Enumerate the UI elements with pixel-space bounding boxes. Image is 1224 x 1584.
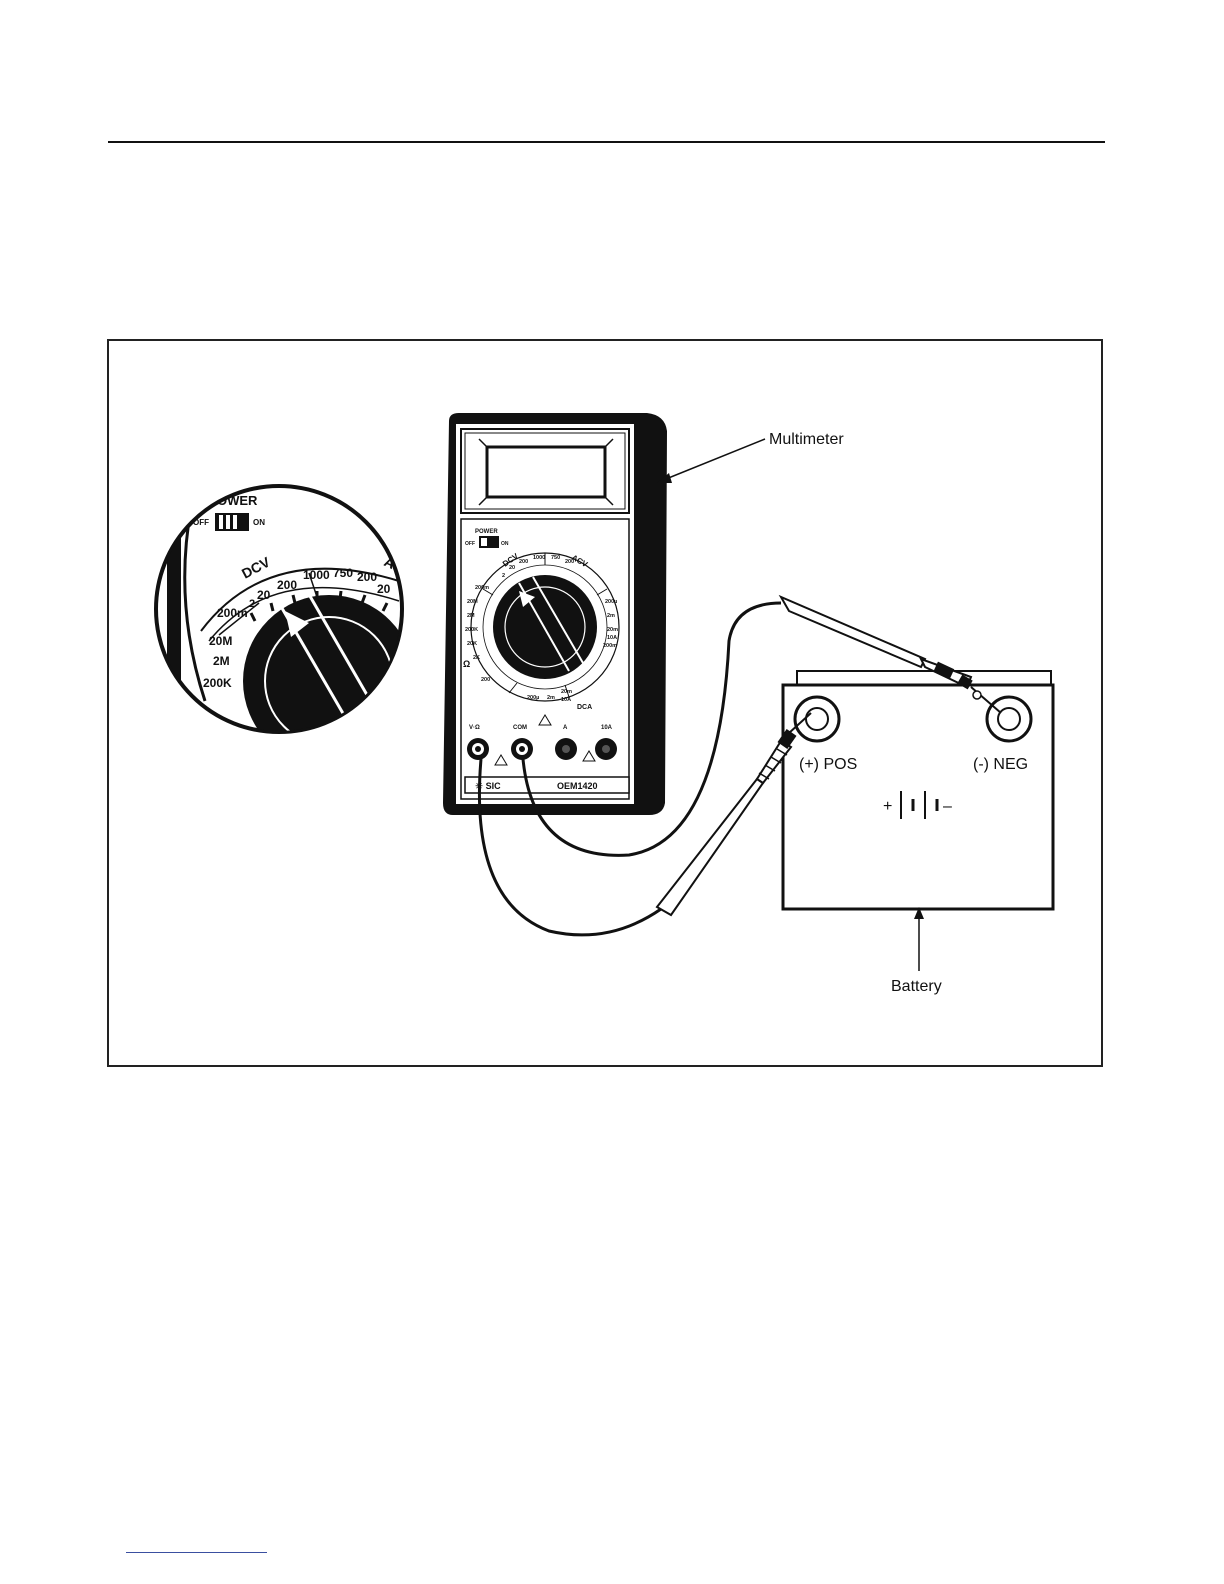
inset-scale-200: 200 [277,578,297,592]
inset-scale-20b: 20 [377,582,391,596]
dial-dcv-2: 2 [502,573,505,579]
figure-frame: OWER OFF ON DCV A 20 200 1000 750 200 20… [107,339,1103,1067]
lcd-display [487,447,605,497]
dial-aca-200m: 200m [603,643,617,649]
footer-link-underline [126,1552,267,1553]
dial-ohm-200: 200 [481,677,490,683]
header-rule [108,141,1105,143]
model-label: OEM1420 [557,781,598,791]
battery-symbol-minus: – [943,798,952,815]
dial-dca-2m: 2m [547,695,555,701]
inset-scale-200b: 200 [357,570,377,584]
jack-vohm[interactable] [467,738,489,760]
inset-scale-750: 750 [333,566,353,580]
dial-dcv-1000: 1000 [533,555,545,561]
multimeter: POWER OFF ON DCV ACV DCA 200m 2 20 [443,413,667,815]
dial-dca-label: DCA [577,704,592,711]
inset-scale-2M: 2M [213,654,230,668]
multimeter-battery-diagram: OWER OFF ON DCV A 20 200 1000 750 200 20… [109,341,1101,1065]
dial-aca-2m: 2m [607,613,615,619]
dial-aca-10A: 10A [607,635,617,641]
dial-dcv-20: 20 [509,565,515,571]
dial-zoom-inset: OWER OFF ON DCV A 20 200 1000 750 200 20… [156,481,415,767]
jack-a[interactable] [555,738,577,760]
multimeter-label: Multimeter [769,431,844,448]
inset-scale-200K: 200K [203,676,232,690]
inset-selector-knob [243,595,415,767]
inset-scale-1000: 1000 [303,568,330,582]
dial-aca-20m: 20m [607,627,618,633]
battery-label: Battery [891,978,942,995]
power-off-label: OFF [465,541,475,547]
dial-dca-200u: 200µ [527,695,539,701]
multimeter-callout-line [661,439,765,481]
pos-terminal-label: (+) POS [799,756,857,773]
negative-terminal[interactable] [987,697,1031,741]
dial-ohm-20K: 20K [467,641,477,647]
dial-ohm-2K: 2K [473,655,480,661]
inset-on-label: ON [253,518,265,527]
jack-label-10a: 10A [601,725,613,731]
battery: (+) POS (-) NEG + – [783,671,1053,909]
dial-aca-200u: 200µ [605,599,617,605]
inset-scale-20M: 20M [209,634,232,648]
ohm-symbol: Ω [463,659,470,669]
jack-label-com: COM [513,725,527,731]
neg-terminal-label: (-) NEG [973,756,1028,773]
inset-scale-200m: 200m [217,606,248,620]
dial-dca-10A: 10A [561,697,571,703]
jack-label-a: A [563,725,568,731]
battery-symbol-plus: + [883,798,892,815]
positive-terminal[interactable] [795,697,839,741]
dial-acv-200: 200 [565,559,574,565]
dial-dca-20m: 20m [561,689,572,695]
dial-acv-750: 750 [551,555,560,561]
jack-10a[interactable] [595,738,617,760]
dial-ohm-200K: 200K [465,627,478,633]
dial-ohm-20M: 20M [467,599,478,605]
dial-dcv-200: 200 [519,559,528,565]
dial-ohm-2M: 2M [467,613,475,619]
jack-com[interactable] [511,738,533,760]
power-on-label: ON [501,541,509,547]
power-label: POWER [475,529,498,535]
jack-label-vohm: V·Ω [469,725,480,731]
dial-dcv-200m: 200m [475,585,489,591]
inset-scale-20: 20 [257,588,271,602]
